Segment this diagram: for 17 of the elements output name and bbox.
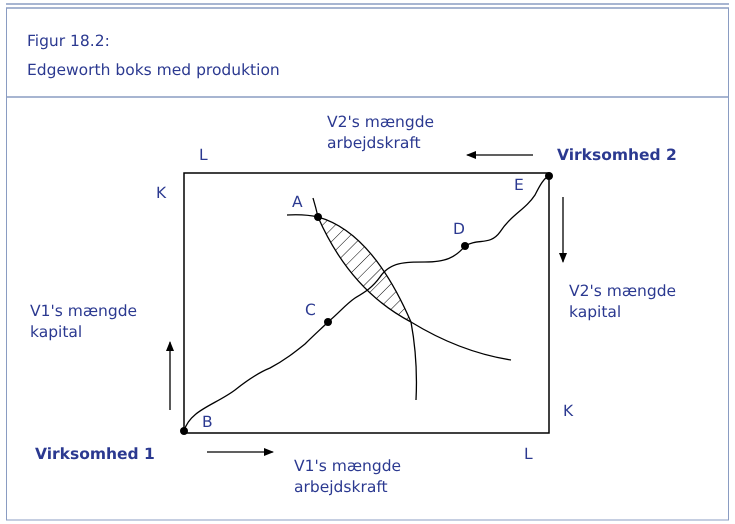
figure-title: Figur 18.2: xyxy=(27,31,110,52)
point-label: B xyxy=(202,412,213,433)
axis-label: V2's mængde arbejdskraft xyxy=(327,112,436,154)
axis-label: K xyxy=(156,183,166,204)
origin-label: Virksomhed 1 xyxy=(35,444,155,465)
point-label: A xyxy=(292,192,303,213)
origin-label: Virksomhed 2 xyxy=(557,145,677,166)
axis-label: L xyxy=(524,444,533,465)
axis-label: V1's mængde kapital xyxy=(30,301,138,343)
axis-label: K xyxy=(563,401,574,422)
axis-label: V2's mængde kapital xyxy=(569,281,678,323)
point-label: D xyxy=(453,219,465,240)
point-label: C xyxy=(305,300,316,321)
figure-caption: Edgeworth boks med produktion xyxy=(27,60,280,81)
axis-label: L xyxy=(199,145,208,166)
point-label: E xyxy=(514,175,524,196)
axis-label: V1's mængde arbejdskraft xyxy=(294,456,402,498)
